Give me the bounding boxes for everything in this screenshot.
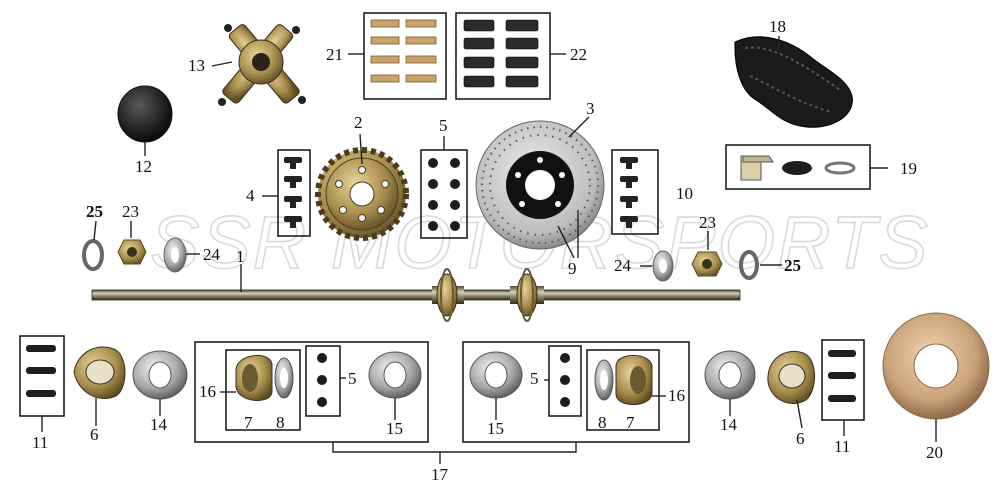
callout-22: 22: [570, 45, 587, 64]
callout-16-right: 16: [668, 386, 685, 405]
callout-24-left: 24: [203, 245, 221, 264]
brake-disc-icon: [475, 120, 605, 250]
bolt-icon: [277, 149, 311, 237]
callout-9: 9: [568, 259, 577, 278]
callout-25-right: 25: [784, 256, 801, 275]
large-washer-icon: [882, 312, 990, 420]
hub-icon: [218, 24, 306, 106]
callout-7-left: 7: [244, 413, 253, 432]
callout-5-right: 5: [530, 369, 539, 388]
sprocket-icon: [315, 147, 409, 241]
bearing-right: [704, 350, 756, 400]
callout-2: 2: [354, 113, 363, 132]
castle-nut-right: [691, 251, 723, 277]
callout-labels: 1 2 3 4 5 5 5 6 6 7 7 8 8 9 10 11 11 12 …: [32, 17, 943, 484]
callout-11-left: 11: [32, 433, 48, 452]
callout-10: 10: [676, 184, 693, 203]
callout-24-right: 24: [614, 256, 632, 275]
callout-19: 19: [900, 159, 917, 178]
bolt-kit-21: [363, 12, 447, 100]
washer-icon: [163, 237, 187, 273]
callout-4: 4: [246, 186, 255, 205]
callout-1: 1: [236, 247, 245, 266]
callout-6-right: 6: [796, 429, 805, 448]
callout-23-right: 23: [699, 213, 716, 232]
axle-shaft-icon: [91, 268, 741, 322]
circlip-right: [739, 250, 759, 280]
circlip-left: [82, 239, 104, 271]
callout-5-top: 5: [439, 116, 448, 135]
washer-right: [652, 250, 674, 282]
callout-16-left: 16: [199, 382, 216, 401]
bearing-carrier-left: [73, 346, 126, 399]
callout-17: 17: [431, 465, 449, 484]
callout-11-right: 11: [834, 437, 850, 456]
callout-8-left: 8: [276, 413, 285, 432]
bolt-set-10: [611, 149, 659, 235]
callout-14-right: 14: [720, 415, 738, 434]
callout-3: 3: [586, 99, 595, 118]
callout-8-right: 8: [598, 413, 607, 432]
bolt-set-11-right: [821, 339, 865, 421]
master-link-kit-19: [725, 144, 871, 190]
callout-5-left: 5: [348, 369, 357, 388]
bearing-group-right: [462, 341, 690, 443]
bearing-icon: [132, 350, 188, 400]
callout-23-left: 23: [122, 202, 139, 221]
callout-12: 12: [135, 157, 152, 176]
callout-20: 20: [926, 443, 943, 462]
callout-7-right: 7: [626, 413, 635, 432]
callout-25-left: 25: [86, 202, 103, 221]
callout-6-left: 6: [90, 425, 99, 444]
callout-14-left: 14: [150, 415, 168, 434]
castle-nut-icon: [117, 239, 147, 265]
callout-13: 13: [188, 56, 205, 75]
chain-icon: [734, 36, 853, 128]
nut-kit-22: [455, 12, 551, 100]
bolt-set-11-left: [19, 335, 65, 417]
bearing-carrier-right: [767, 350, 815, 405]
cap-icon: [117, 85, 173, 143]
bearing-group-left: [194, 341, 429, 443]
callout-21: 21: [326, 45, 343, 64]
callout-18: 18: [769, 17, 786, 36]
leader-lines: [41, 36, 937, 464]
callout-15-right: 15: [487, 419, 504, 438]
callout-15-left: 15: [386, 419, 403, 438]
